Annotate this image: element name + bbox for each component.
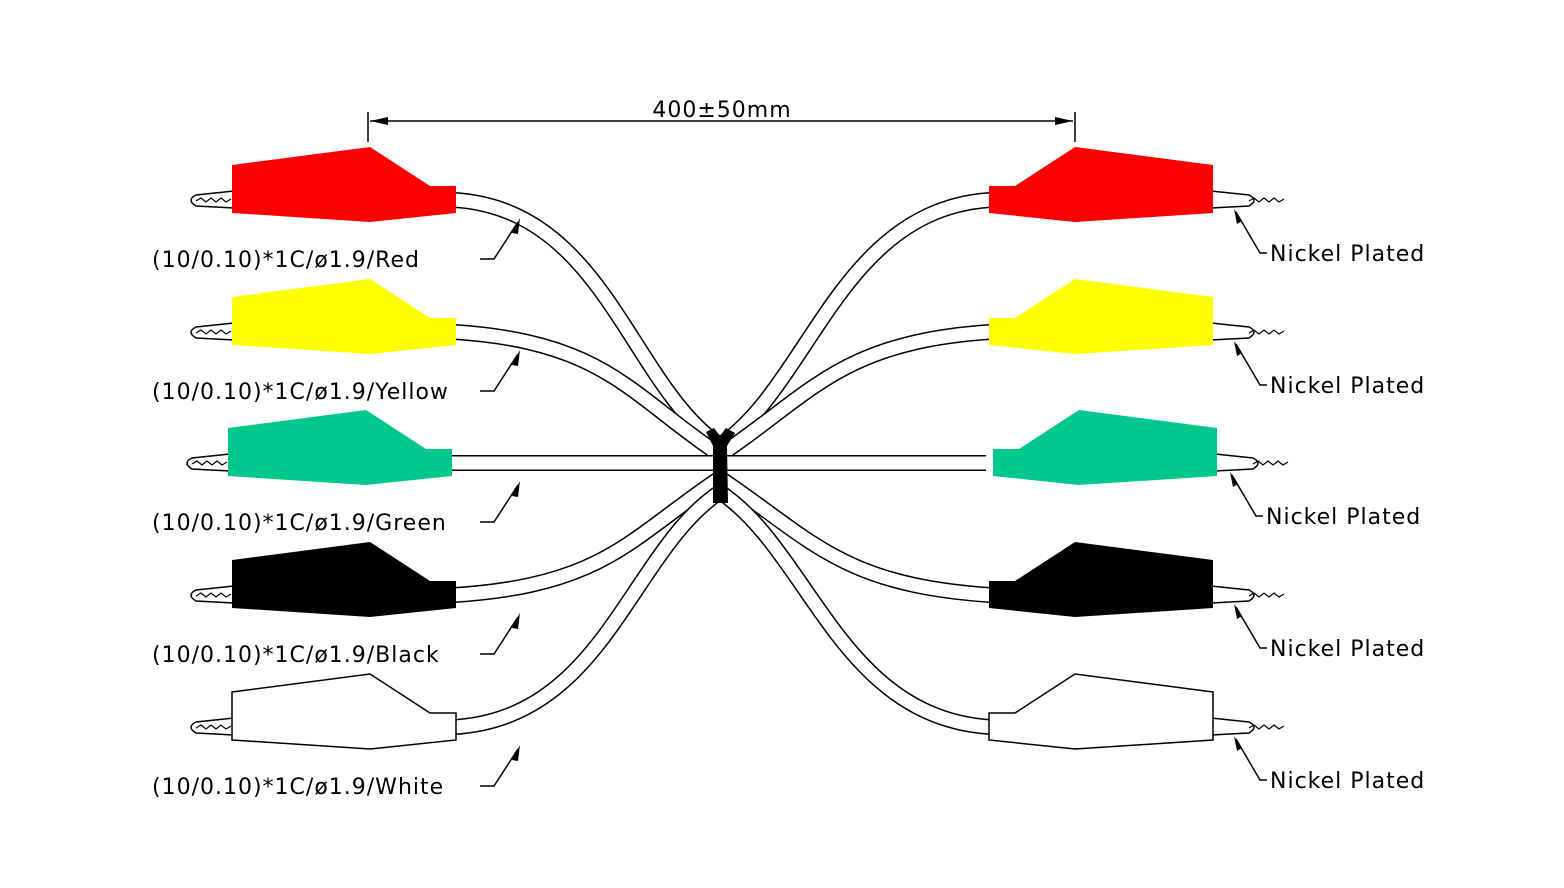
leader-arrow xyxy=(1234,341,1242,356)
wire-yellow xyxy=(716,325,991,461)
clip-teeth xyxy=(195,329,232,335)
wire-spec-label: (10/0.10)*1C/ø1.9/Red xyxy=(152,248,420,273)
wires xyxy=(451,192,991,735)
wire-white xyxy=(454,486,724,734)
clip-teeth xyxy=(195,197,232,203)
alligator-clip-white xyxy=(988,673,1285,750)
leader-line xyxy=(1235,343,1267,386)
dimension: 400±50mm xyxy=(367,98,1076,142)
clip-teeth xyxy=(1252,460,1289,466)
clip-teeth xyxy=(191,460,228,466)
clip-teeth xyxy=(1248,724,1285,730)
clip-insulator xyxy=(989,279,1213,354)
alligator-clip-white xyxy=(190,673,457,750)
leader-arrow xyxy=(512,745,520,761)
clip-insulator xyxy=(232,279,456,354)
finish-label: Nickel Plated xyxy=(1270,637,1425,662)
leader-line xyxy=(480,353,519,392)
wire-yellow-outline xyxy=(454,324,725,462)
clip-teeth xyxy=(1248,592,1285,598)
clip-insulator xyxy=(988,673,1214,750)
leader-arrow xyxy=(1230,472,1238,487)
leader-arrow xyxy=(1234,736,1242,751)
wire-black xyxy=(716,472,991,602)
dimension-arrow-left xyxy=(370,117,388,125)
clip-teeth xyxy=(195,724,232,730)
wire-spec-label: (10/0.10)*1C/ø1.9/White xyxy=(152,775,444,800)
alligator-clip-black xyxy=(190,542,456,617)
finish-label: Nickel Plated xyxy=(1270,242,1425,267)
wire-spec-label: (10/0.10)*1C/ø1.9/Black xyxy=(152,643,440,668)
clip-insulator xyxy=(232,147,456,222)
clip-jaw xyxy=(1210,322,1255,341)
leader-arrow xyxy=(512,613,520,629)
clip-jaw xyxy=(1210,585,1255,604)
leader-arrow xyxy=(512,218,520,234)
alligator-clip-red xyxy=(989,147,1285,222)
alligator-clip-green xyxy=(186,410,452,485)
leader-line xyxy=(480,748,519,787)
wire-yellow xyxy=(454,325,724,461)
leader-line xyxy=(1235,606,1267,649)
leader-arrow xyxy=(1234,604,1242,619)
clip-insulator xyxy=(993,410,1217,485)
clip-jaw xyxy=(1210,190,1255,209)
wire-spec-label: (10/0.10)*1C/ø1.9/Green xyxy=(152,511,447,536)
wire-red xyxy=(454,193,724,451)
wire-red xyxy=(716,193,991,451)
clips xyxy=(186,147,1289,750)
alligator-clip-red xyxy=(190,147,456,222)
leader-arrow xyxy=(512,481,520,497)
dimension-label: 400±50mm xyxy=(652,98,791,123)
cable-tie xyxy=(706,428,735,503)
clip-insulator xyxy=(989,147,1213,222)
leader-line xyxy=(480,616,519,655)
leader-line xyxy=(1231,474,1263,517)
leader-line xyxy=(1235,738,1267,781)
clip-jaw xyxy=(1214,453,1259,472)
clip-insulator xyxy=(989,542,1213,617)
clip-insulator xyxy=(228,410,452,485)
leader-arrow xyxy=(512,350,520,366)
clip-jaw xyxy=(1210,717,1255,736)
leader-line xyxy=(480,221,519,260)
clip-teeth xyxy=(1248,197,1285,203)
alligator-clip-yellow xyxy=(989,279,1285,354)
clip-teeth xyxy=(195,592,232,598)
alligator-clip-black xyxy=(989,542,1285,617)
finish-label: Nickel Plated xyxy=(1270,769,1425,794)
clip-teeth xyxy=(1248,329,1285,335)
leader-line xyxy=(1235,211,1267,254)
finish-label: Nickel Plated xyxy=(1266,505,1421,530)
leader-arrow xyxy=(1234,209,1242,224)
alligator-clip-green xyxy=(993,410,1289,485)
clip-insulator xyxy=(231,673,457,750)
wire-spec-label: (10/0.10)*1C/ø1.9/Yellow xyxy=(152,380,449,405)
clip-insulator xyxy=(232,542,456,617)
alligator-clip-yellow xyxy=(190,279,456,354)
wire-black xyxy=(454,472,724,602)
finish-label: Nickel Plated xyxy=(1270,374,1425,399)
wire-yellow-outline xyxy=(715,324,991,462)
dimension-arrow-right xyxy=(1055,117,1073,125)
leader-line xyxy=(480,484,519,523)
wire-white xyxy=(716,486,991,734)
